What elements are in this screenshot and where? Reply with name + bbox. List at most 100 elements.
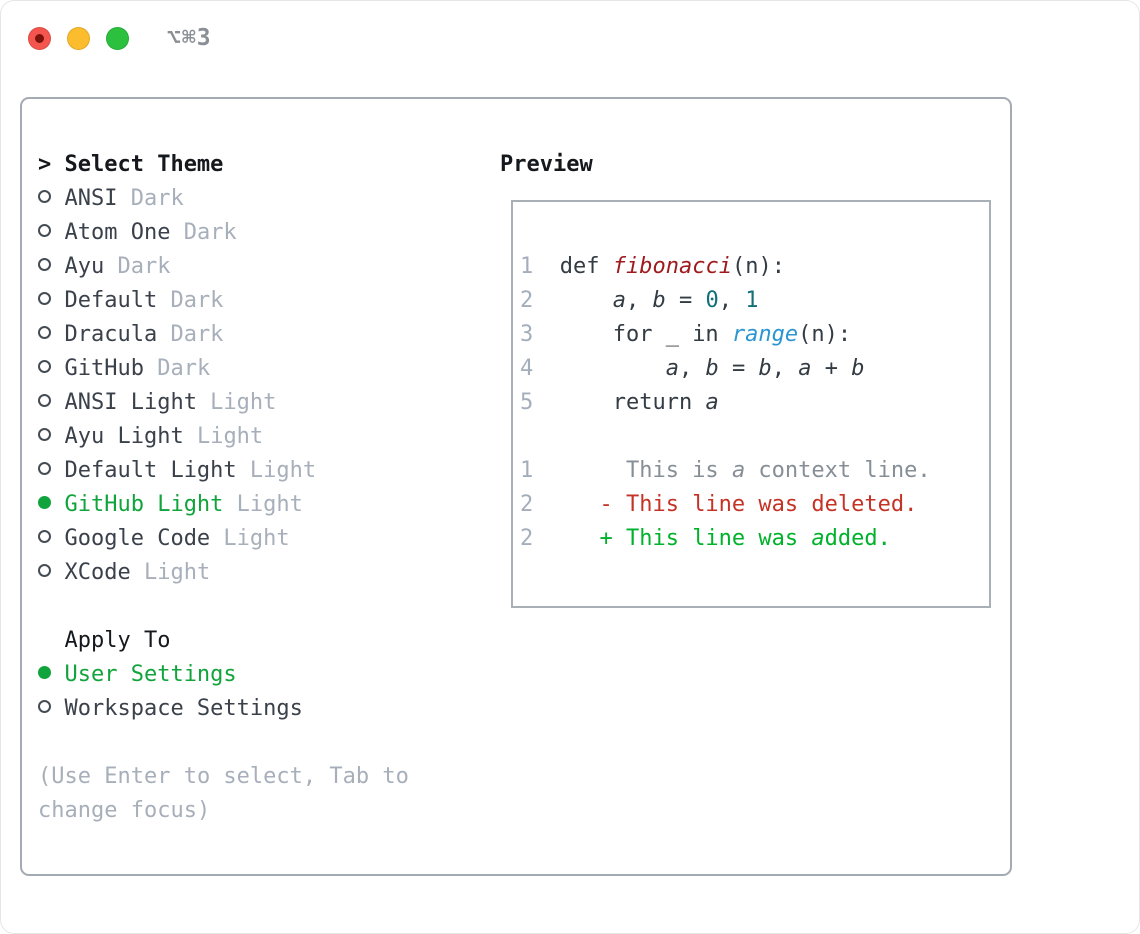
code-segment: , xyxy=(678,356,706,381)
theme-name: ANSI Light xyxy=(64,390,197,415)
theme-option[interactable]: Ayu Dark xyxy=(38,250,409,284)
code-segment: (n): xyxy=(798,322,852,347)
code-segment: = xyxy=(665,288,706,313)
theme-option[interactable]: GitHub Dark xyxy=(38,352,409,386)
theme-name: Google Code xyxy=(64,526,211,551)
apply-option[interactable]: Workspace Settings xyxy=(38,692,409,726)
code-line: 1 This is a context line. xyxy=(520,454,989,488)
theme-option[interactable]: Default Light Light xyxy=(38,454,409,488)
radio-selected-icon xyxy=(38,666,51,679)
radio-unselected-icon xyxy=(38,564,51,577)
code-segment: a xyxy=(731,458,746,483)
theme-name: ANSI xyxy=(64,186,118,211)
theme-option[interactable]: Default Dark xyxy=(38,284,409,318)
apply-option[interactable]: User Settings xyxy=(38,658,409,692)
theme-variant: Light xyxy=(210,526,290,551)
code-segment: = xyxy=(718,356,759,381)
theme-variant: Dark xyxy=(157,288,224,313)
code-line: 5 return a xyxy=(520,386,989,420)
code-line xyxy=(520,420,989,454)
theme-option[interactable]: XCode Light xyxy=(38,556,409,590)
code-segment: for _ in xyxy=(533,322,732,347)
zoom-button[interactable] xyxy=(106,27,129,50)
line-number: 2 xyxy=(520,526,534,551)
code-segment: def xyxy=(533,254,613,279)
theme-option[interactable]: Ayu Light Light xyxy=(38,420,409,454)
code-segment xyxy=(533,288,612,313)
radio-icon xyxy=(38,420,64,454)
theme-option[interactable]: Dracula Dark xyxy=(38,318,409,352)
code-line: 2 - This line was deleted. xyxy=(520,488,989,522)
radio-unselected-icon xyxy=(38,394,51,407)
radio-icon xyxy=(38,386,64,420)
code-segment: 1 xyxy=(745,288,759,313)
theme-name: Atom One xyxy=(64,220,171,245)
radio-icon xyxy=(38,454,64,488)
radio-unselected-icon xyxy=(38,258,51,271)
code-segment: This is xyxy=(533,458,732,483)
radio-icon xyxy=(38,352,64,386)
theme-option[interactable]: ANSI Light Light xyxy=(38,386,409,420)
line-number: 3 xyxy=(520,322,534,347)
radio-unselected-icon xyxy=(38,190,51,203)
radio-icon xyxy=(38,692,64,726)
code-segment: (n): xyxy=(731,254,785,279)
theme-name: Ayu Light xyxy=(64,424,184,449)
radio-unselected-icon xyxy=(38,700,51,713)
code-segment: b xyxy=(705,356,719,381)
code-line: 4 a, b = b, a + b xyxy=(520,352,989,386)
theme-variant: Dark xyxy=(117,186,184,211)
theme-name: Ayu xyxy=(64,254,105,279)
code-segment: a xyxy=(665,356,679,381)
theme-name: Default xyxy=(64,288,158,313)
minimize-button[interactable] xyxy=(67,27,90,50)
code-segment: b xyxy=(652,288,666,313)
radio-icon xyxy=(38,488,64,522)
radio-unselected-icon xyxy=(38,428,51,441)
radio-unselected-icon xyxy=(38,530,51,543)
radio-icon xyxy=(38,216,64,250)
code-segment: fibonacci xyxy=(612,254,732,279)
line-number: 1 xyxy=(520,254,534,279)
code-segment: , xyxy=(625,288,653,313)
preview-title: Preview xyxy=(500,152,593,177)
apply-option-label: User Settings xyxy=(64,662,237,687)
theme-variant: Light xyxy=(196,390,277,415)
code-segment: b xyxy=(758,356,772,381)
unsaved-dot-icon xyxy=(35,34,44,43)
theme-option[interactable]: GitHub Light Light xyxy=(38,488,409,522)
spacer xyxy=(38,726,409,760)
radio-icon xyxy=(38,522,64,556)
theme-name: GitHub Light xyxy=(64,492,224,517)
code-line: 1 def fibonacci(n): xyxy=(520,250,989,284)
radio-selected-icon xyxy=(38,496,51,509)
theme-option[interactable]: Atom One Dark xyxy=(38,216,409,250)
radio-unselected-icon xyxy=(38,224,51,237)
prompt-icon: > xyxy=(38,152,52,177)
code-segment: , xyxy=(718,288,746,313)
line-number: 2 xyxy=(520,492,534,517)
radio-unselected-icon xyxy=(38,292,51,305)
close-button[interactable] xyxy=(28,27,51,50)
code-segment: - This line was deleted. xyxy=(533,492,918,517)
theme-option[interactable]: ANSI Dark xyxy=(38,182,409,216)
theme-variant: Dark xyxy=(170,220,237,245)
theme-variant: Dark xyxy=(143,356,211,381)
code-segment: a xyxy=(705,390,719,415)
code-segment: + This line was xyxy=(533,526,812,551)
line-number: 5 xyxy=(520,390,534,415)
radio-unselected-icon xyxy=(38,326,51,339)
code-segment: a xyxy=(811,526,825,551)
theme-option[interactable]: Google Code Light xyxy=(38,522,409,556)
radio-unselected-icon xyxy=(38,360,51,373)
window-title: ⌥⌘3 xyxy=(167,25,212,51)
theme-variant: Dark xyxy=(157,322,224,347)
theme-variant: Light xyxy=(236,458,317,483)
radio-icon xyxy=(38,182,64,216)
code-line: 3 for _ in range(n): xyxy=(520,318,989,352)
theme-name: Dracula xyxy=(64,322,158,347)
theme-name: XCode xyxy=(64,560,131,585)
